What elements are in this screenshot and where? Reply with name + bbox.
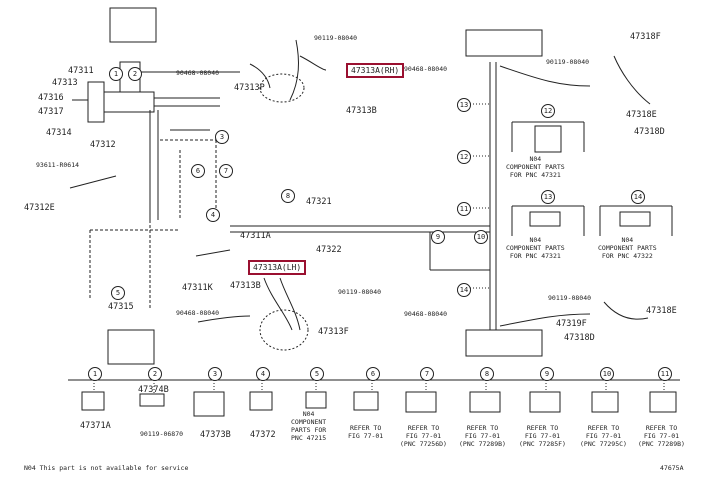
callout-11[interactable]: 11 xyxy=(457,202,471,216)
frame-top-left xyxy=(109,7,157,43)
label-90119-b[interactable]: 90119-08040 xyxy=(338,288,382,296)
note-callout-12: N04 COMPONENT PARTS FOR PNC 47321 xyxy=(506,155,565,179)
highlight-47313a-lh[interactable]: 47313A(LH) xyxy=(248,260,307,275)
label-90119-c[interactable]: 90119-08040 xyxy=(546,58,590,66)
callout-bottom-7[interactable]: 7 xyxy=(420,367,434,381)
label-90119-d[interactable]: 90119-08040 xyxy=(548,294,592,302)
footer-note: N04 This part is not available for servi… xyxy=(24,464,189,472)
callout-2[interactable]: 2 xyxy=(128,67,142,81)
label-47318e-b[interactable]: 47318E xyxy=(646,306,677,316)
callout-10[interactable]: 10 xyxy=(474,230,488,244)
label-47313b-top[interactable]: 47313B xyxy=(346,106,377,116)
label-47311a[interactable]: 47311A xyxy=(240,231,271,241)
frame-bottom-right xyxy=(465,329,543,357)
label-90119-a[interactable]: 90119-08040 xyxy=(314,34,358,42)
callout-9[interactable]: 9 xyxy=(431,230,445,244)
note-callout-5: N04 COMPONENT PARTS FOR PNC 47215 xyxy=(291,410,327,442)
callout-bottom-5[interactable]: 5 xyxy=(310,367,324,381)
label-47373b[interactable]: 47373B xyxy=(200,430,231,440)
callout-3[interactable]: 3 xyxy=(215,130,229,144)
callout-14-side[interactable]: 14 xyxy=(457,283,471,297)
frame-bottom-left xyxy=(107,329,155,365)
label-47317[interactable]: 47317 xyxy=(38,107,64,117)
label-47371a[interactable]: 47371A xyxy=(80,421,111,431)
callout-12-side[interactable]: 12 xyxy=(457,150,471,164)
note-callout-6: REFER TO FIG 77-01 xyxy=(348,424,384,440)
callout-6[interactable]: 6 xyxy=(191,164,205,178)
label-90468-d[interactable]: 90468-08040 xyxy=(404,310,448,318)
label-47318e[interactable]: 47318E xyxy=(626,110,657,120)
callout-bottom-1[interactable]: 1 xyxy=(88,367,102,381)
note-callout-13: N04 COMPONENT PARTS FOR PNC 47321 xyxy=(506,236,565,260)
label-47313p[interactable]: 47313P xyxy=(234,83,265,93)
label-47312[interactable]: 47312 xyxy=(90,140,116,150)
callout-bottom-6[interactable]: 6 xyxy=(366,367,380,381)
label-47316[interactable]: 47316 xyxy=(38,93,64,103)
note-callout-10: REFER TO FIG 77-01 (PNC 77295C) xyxy=(580,424,627,448)
label-47314[interactable]: 47314 xyxy=(46,128,72,138)
label-47318f[interactable]: 47318F xyxy=(630,32,661,42)
callout-bottom-10[interactable]: 10 xyxy=(600,367,614,381)
label-47313f[interactable]: 47313F xyxy=(318,327,349,337)
callout-bottom-3[interactable]: 3 xyxy=(208,367,222,381)
label-47311k[interactable]: 47311K xyxy=(182,283,213,293)
note-callout-8: REFER TO FIG 77-01 (PNC 77289B) xyxy=(459,424,506,448)
callout-13[interactable]: 13 xyxy=(541,190,555,204)
label-47372[interactable]: 47372 xyxy=(250,430,276,440)
callout-14[interactable]: 14 xyxy=(631,190,645,204)
callout-bottom-9[interactable]: 9 xyxy=(540,367,554,381)
callout-13-side[interactable]: 13 xyxy=(457,98,471,112)
label-47322[interactable]: 47322 xyxy=(316,245,342,255)
label-90468-a[interactable]: 90468-08040 xyxy=(176,69,220,77)
callout-7[interactable]: 7 xyxy=(219,164,233,178)
note-callout-9: REFER TO FIG 77-01 (PNC 77285F) xyxy=(519,424,566,448)
label-47313b-mid[interactable]: 47313B xyxy=(230,281,261,291)
label-47313[interactable]: 47313 xyxy=(52,78,78,88)
label-93611[interactable]: 93611-R0614 xyxy=(36,161,80,169)
label-47318d[interactable]: 47318D xyxy=(634,127,665,137)
callout-1[interactable]: 1 xyxy=(109,67,123,81)
label-47319f[interactable]: 47319F xyxy=(556,319,587,329)
label-47312e[interactable]: 47312E xyxy=(24,203,55,213)
label-90468-b[interactable]: 90468-08040 xyxy=(176,309,220,317)
callout-12[interactable]: 12 xyxy=(541,104,555,118)
label-90468-c[interactable]: 90468-08040 xyxy=(404,65,448,73)
label-47315[interactable]: 47315 xyxy=(108,302,134,312)
callout-4[interactable]: 4 xyxy=(206,208,220,222)
label-47318d-b[interactable]: 47318D xyxy=(564,333,595,343)
callout-bottom-4[interactable]: 4 xyxy=(256,367,270,381)
callout-bottom-2[interactable]: 2 xyxy=(148,367,162,381)
callout-8[interactable]: 8 xyxy=(281,189,295,203)
highlight-47313a-rh[interactable]: 47313A(RH) xyxy=(346,63,405,78)
label-47321[interactable]: 47321 xyxy=(306,197,332,207)
note-callout-14: N04 COMPONENT PARTS FOR PNC 47322 xyxy=(598,236,657,260)
callout-bottom-8[interactable]: 8 xyxy=(480,367,494,381)
figure-code: 47675A xyxy=(660,464,684,472)
note-callout-11: REFER TO FIG 77-01 (PNC 77289B) xyxy=(638,424,685,448)
callout-bottom-11[interactable]: 11 xyxy=(658,367,672,381)
frame-top-right xyxy=(465,29,543,57)
label-47311[interactable]: 47311 xyxy=(68,66,94,76)
note-callout-7: REFER TO FIG 77-01 (PNC 77256D) xyxy=(400,424,447,448)
label-47374b[interactable]: 47374B xyxy=(138,385,169,395)
label-90119-e[interactable]: 90119-06870 xyxy=(140,430,184,438)
callout-5[interactable]: 5 xyxy=(111,286,125,300)
master-cylinder-body xyxy=(87,81,105,123)
